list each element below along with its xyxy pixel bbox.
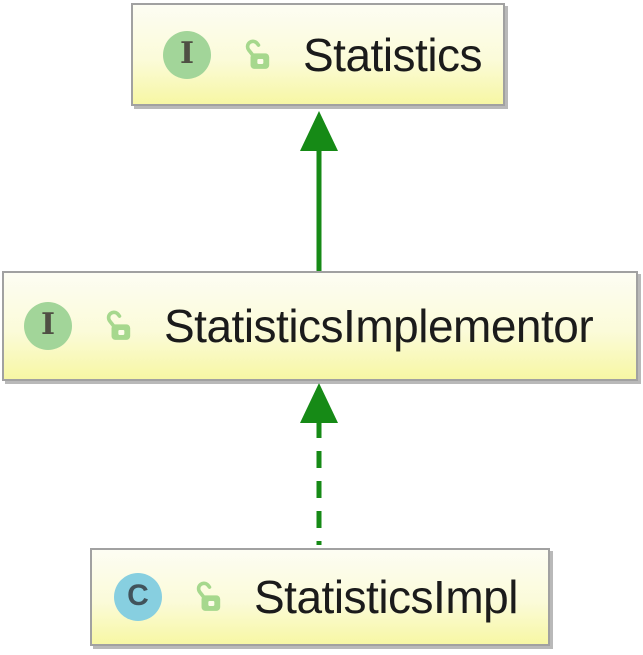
node-label: StatisticsImplementor (164, 300, 594, 352)
unlock-icon (196, 581, 221, 611)
interface-icon-letter: I (40, 307, 56, 342)
interface-icon: I (24, 302, 72, 350)
node-statistics[interactable]: I Statistics (131, 3, 505, 106)
node-label: Statistics (303, 28, 483, 81)
edge-implements-dashed[interactable] (300, 383, 338, 545)
unlock-icon (245, 39, 270, 69)
node-label: StatisticsImpl (254, 571, 518, 623)
edge-extends-solid[interactable] (300, 111, 338, 271)
interface-icon-letter: I (179, 35, 195, 71)
class-icon-letter: C (127, 579, 149, 612)
interface-icon: I (163, 30, 211, 79)
class-icon: C (114, 573, 162, 621)
unlock-icon (106, 310, 131, 340)
node-statistics-implementor[interactable]: I StatisticsImplementor (2, 271, 638, 381)
node-statistics-impl[interactable]: C StatisticsImpl (90, 548, 550, 646)
